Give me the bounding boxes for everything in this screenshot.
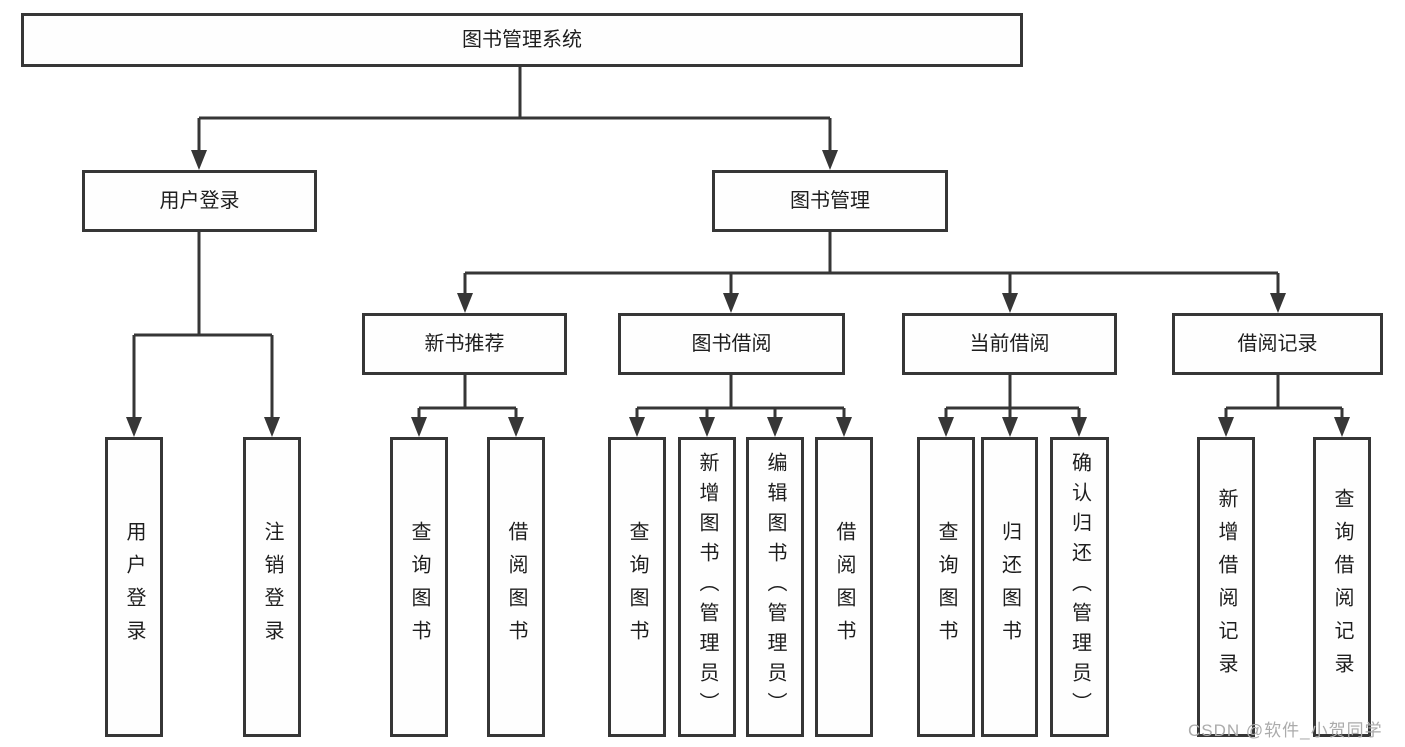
node-root: 图书管理系统 xyxy=(21,13,1023,67)
arrow-down-icon xyxy=(126,417,142,437)
node-leaf-add-record: 新增借阅记录 xyxy=(1197,437,1255,737)
arrow-down-icon xyxy=(264,417,280,437)
node-label: 编辑图书（管理员） xyxy=(764,452,786,722)
node-label: 借阅图书 xyxy=(505,521,527,653)
arrow-down-icon xyxy=(1334,417,1350,437)
node-leaf-confirm-return: 确认归还（管理员） xyxy=(1050,437,1109,737)
node-book-mgmt: 图书管理 xyxy=(712,170,948,232)
node-leaf-add-book: 新增图书（管理员） xyxy=(678,437,736,737)
node-label: 查询图书 xyxy=(935,521,957,653)
arrow-down-icon xyxy=(508,417,524,437)
node-leaf-borrow-book-2: 借阅图书 xyxy=(815,437,873,737)
node-leaf-query-book-2: 查询图书 xyxy=(608,437,666,737)
node-current-borrow: 当前借阅 xyxy=(902,313,1117,375)
node-label: 用户登录 xyxy=(123,521,145,653)
arrow-down-icon xyxy=(699,417,715,437)
node-label: 查询图书 xyxy=(626,521,648,653)
arrow-down-icon xyxy=(938,417,954,437)
arrow-down-icon xyxy=(629,417,645,437)
node-user-login: 用户登录 xyxy=(82,170,317,232)
arrow-down-icon xyxy=(1002,417,1018,437)
arrow-down-icon xyxy=(1270,293,1286,313)
node-label: 确认归还（管理员） xyxy=(1068,452,1091,722)
node-borrow-records: 借阅记录 xyxy=(1172,313,1383,375)
node-label: 新增借阅记录 xyxy=(1215,488,1237,686)
node-label: 新书推荐 xyxy=(424,333,505,355)
arrow-down-icon xyxy=(1218,417,1234,437)
node-book-borrow: 图书借阅 xyxy=(618,313,845,375)
node-label: 借阅记录 xyxy=(1237,333,1318,355)
arrow-down-icon xyxy=(767,417,783,437)
node-label: 注销登录 xyxy=(261,521,283,653)
node-label: 用户登录 xyxy=(159,190,240,212)
node-leaf-logout: 注销登录 xyxy=(243,437,301,737)
node-label: 借阅图书 xyxy=(833,521,855,653)
arrow-down-icon xyxy=(723,293,739,313)
node-leaf-edit-book: 编辑图书（管理员） xyxy=(746,437,804,737)
node-label: 图书管理系统 xyxy=(462,29,582,51)
node-new-book-rec: 新书推荐 xyxy=(362,313,567,375)
node-label: 当前借阅 xyxy=(969,333,1050,355)
node-leaf-return-book: 归还图书 xyxy=(981,437,1038,737)
node-leaf-query-book-3: 查询图书 xyxy=(917,437,975,737)
node-label: 查询借阅记录 xyxy=(1331,488,1353,686)
node-label: 图书借阅 xyxy=(691,333,772,355)
arrow-down-icon xyxy=(1071,417,1087,437)
node-label: 归还图书 xyxy=(998,521,1021,653)
watermark: CSDN @软件_小贺同学 xyxy=(1188,721,1383,740)
arrow-down-icon xyxy=(836,417,852,437)
arrow-down-icon xyxy=(1002,293,1018,313)
arrow-down-icon xyxy=(822,150,838,170)
node-leaf-borrow-book-1: 借阅图书 xyxy=(487,437,545,737)
node-label: 新增图书（管理员） xyxy=(696,452,718,722)
node-leaf-user-login: 用户登录 xyxy=(105,437,163,737)
arrow-down-icon xyxy=(191,150,207,170)
node-leaf-query-record: 查询借阅记录 xyxy=(1313,437,1371,737)
arrow-down-icon xyxy=(411,417,427,437)
node-label: 查询图书 xyxy=(408,521,430,653)
arrow-down-icon xyxy=(457,293,473,313)
node-leaf-query-book-1: 查询图书 xyxy=(390,437,448,737)
node-label: 图书管理 xyxy=(790,190,870,212)
